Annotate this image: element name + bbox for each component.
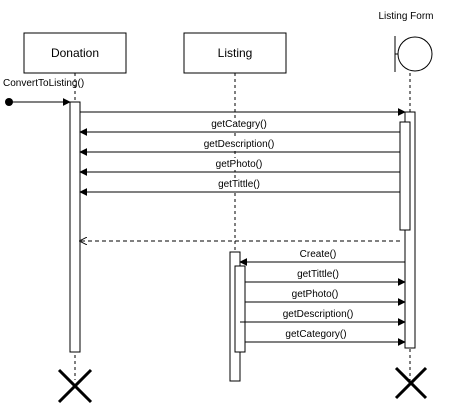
listing-form-activation-inner	[399, 121, 411, 231]
listing-activation-inner	[234, 265, 246, 353]
message-get-tittle-2-label: getTittle()	[297, 269, 339, 280]
donation-destroy-icon	[57, 368, 93, 404]
message-get-photo-2-label: getPhoto()	[292, 289, 339, 300]
form-to-donation-messages: getCategry() getDescription() getPhoto()…	[79, 118, 400, 196]
found-message-label: ConvertToListing()	[3, 78, 84, 89]
message-get-categry-label: getCategry()	[211, 119, 267, 130]
boundary-icon	[394, 36, 433, 72]
message-get-description-label: getDescription()	[204, 139, 275, 150]
message-get-category-2-label: getCategory()	[285, 329, 346, 340]
listing-participant[interactable]: Listing	[183, 32, 287, 74]
donation-label: Donation	[51, 46, 99, 60]
message-get-tittle-label: getTittle()	[218, 179, 260, 190]
create-message-label: Create()	[300, 249, 337, 260]
message-get-description-2-label: getDescription()	[283, 309, 354, 320]
message-get-photo-label: getPhoto()	[216, 159, 263, 170]
donation-participant[interactable]: Donation	[23, 32, 127, 74]
donation-activation	[69, 101, 81, 353]
listing-form-participant[interactable]: Listing Form	[378, 11, 434, 72]
listing-to-form-messages: getTittle() getPhoto() getDescription() …	[240, 269, 406, 346]
listing-form-destroy-icon	[394, 366, 428, 400]
listing-form-label: Listing Form	[378, 11, 433, 22]
listing-label: Listing	[218, 46, 253, 60]
